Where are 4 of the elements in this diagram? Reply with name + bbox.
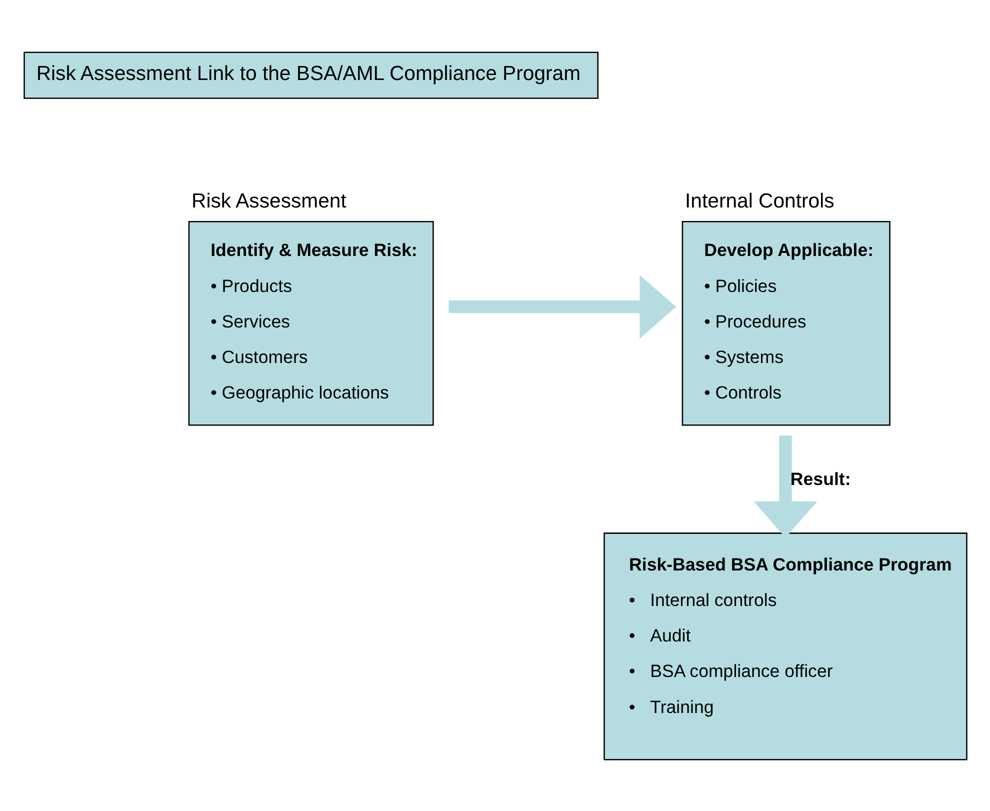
- node-label: Internal Controls: [684, 190, 834, 212]
- arrow: [448, 274, 676, 338]
- node-label: Risk Assessment: [191, 190, 346, 212]
- edge-label: Result:: [790, 468, 850, 489]
